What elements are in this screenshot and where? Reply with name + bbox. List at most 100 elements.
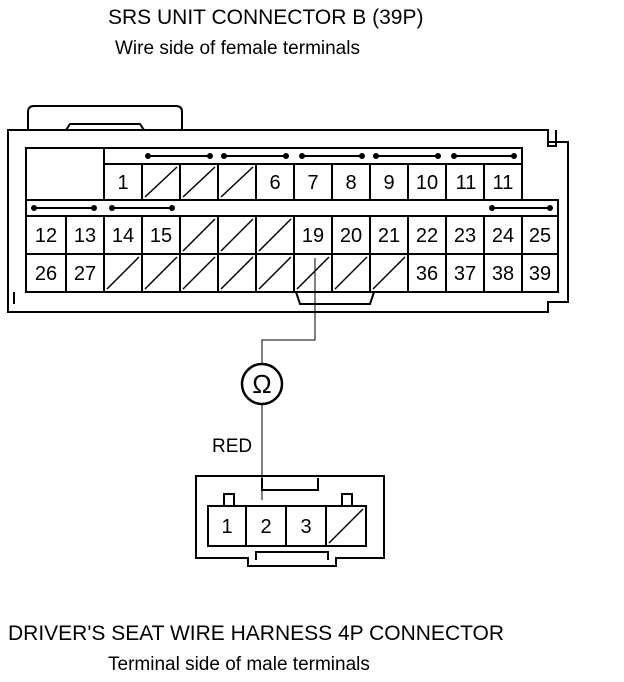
cavity-outline <box>65 253 105 293</box>
unused-cavity-mark <box>296 256 330 290</box>
unused-cavity-mark <box>182 218 216 252</box>
terminal-number: 26 <box>35 263 57 285</box>
housing-notch <box>547 130 557 147</box>
terminal-number: 7 <box>307 172 318 194</box>
connector-latch-outline <box>27 105 183 130</box>
terminal-cavity: 1 <box>207 505 247 547</box>
terminal-number: 23 <box>454 225 476 247</box>
terminal-cavity <box>217 253 257 293</box>
terminal-number: 1 <box>117 172 128 194</box>
cavity-outline <box>521 253 559 293</box>
terminal-cavity <box>217 163 257 201</box>
shorting-bar-end <box>31 205 37 211</box>
bottom-connector-housing <box>195 475 385 567</box>
shorting-bar-end <box>221 153 227 159</box>
bottom-connector-tab-left <box>223 493 235 506</box>
terminal-cavity <box>293 253 333 293</box>
row2-strip <box>25 199 559 217</box>
terminal-cavity: 22 <box>407 215 447 255</box>
shorting-bar <box>489 205 553 211</box>
unused-cavity-mark <box>334 256 368 290</box>
shorting-bar <box>451 153 517 159</box>
shorting-bar <box>145 153 213 159</box>
terminal-number: 20 <box>340 225 362 247</box>
terminal-cavity <box>179 163 219 201</box>
terminal-number: 1 <box>221 516 232 538</box>
bottom-connector-lock <box>261 478 319 491</box>
terminal-cavity: 11 <box>483 163 523 201</box>
cavity-outline <box>25 253 67 293</box>
terminal-cavity: 6 <box>255 163 295 201</box>
bottom-connector-subtitle: Terminal side of male terminals <box>108 654 370 675</box>
shorting-bar <box>299 153 365 159</box>
shorting-bar-end <box>91 205 97 211</box>
shorting-bar-end <box>169 205 175 211</box>
terminal-cavity <box>255 253 295 293</box>
terminal-cavity <box>217 215 257 255</box>
cavity-outline <box>103 215 143 255</box>
terminal-cavity: 25 <box>521 215 559 255</box>
terminal-number: 8 <box>345 172 356 194</box>
unused-cavity-mark <box>144 166 178 198</box>
cavity-outline <box>445 253 485 293</box>
shorting-bar-end <box>373 153 379 159</box>
terminal-cavity <box>179 215 219 255</box>
terminal-number: 24 <box>492 225 514 247</box>
terminal-cavity: 13 <box>65 215 105 255</box>
shorting-bar-end <box>547 205 553 211</box>
terminal-number: 12 <box>35 225 57 247</box>
terminal-cavity: 15 <box>141 215 181 255</box>
shorting-bar-end <box>283 153 289 159</box>
shorting-bar <box>221 153 289 159</box>
connector-latch-inner <box>65 123 145 131</box>
terminal-cavity <box>179 253 219 293</box>
terminal-number: 39 <box>529 263 551 285</box>
housing-bottom-key <box>295 291 375 305</box>
terminal-number: 11 <box>456 172 477 194</box>
bottom-connector-title: DRIVER'S SEAT WIRE HARNESS 4P CONNECTOR <box>8 622 505 645</box>
cavity-outline <box>407 253 447 293</box>
unused-cavity-mark <box>220 166 254 198</box>
terminal-cavity <box>141 253 181 293</box>
bottom-connector-tab-right <box>341 493 353 506</box>
shorting-bar-end <box>207 153 213 159</box>
unused-cavity-mark <box>372 256 406 290</box>
terminal-cavity: 11 <box>445 163 487 201</box>
terminal-cavity: 37 <box>445 253 485 293</box>
terminal-cavity: 8 <box>331 163 371 201</box>
shorting-bar-end <box>109 205 115 211</box>
terminal-cavity <box>331 253 371 293</box>
terminal-number: 38 <box>492 263 514 285</box>
terminal-cavity: 20 <box>331 215 371 255</box>
unused-cavity-mark <box>182 166 216 198</box>
terminal-cavity: 12 <box>25 215 67 255</box>
terminal-cavity <box>369 253 409 293</box>
terminal-number: 14 <box>112 225 134 247</box>
terminal-cavity: 24 <box>483 215 523 255</box>
shorting-bar-end <box>489 205 495 211</box>
ohmmeter-symbol: Ω <box>252 369 271 399</box>
shorting-bar-end <box>435 153 441 159</box>
terminal-number: 25 <box>529 225 551 247</box>
terminal-cavity: 10 <box>407 163 447 201</box>
terminal-cavity: 1 <box>103 163 143 201</box>
unused-cavity-mark <box>258 218 292 252</box>
terminal-number: 27 <box>74 263 96 285</box>
cavity-outline <box>207 505 247 547</box>
unused-cavity-mark <box>182 256 216 290</box>
test-lead-top <box>261 258 316 366</box>
terminal-number: 36 <box>416 263 438 285</box>
terminal-cavity: 38 <box>483 253 523 293</box>
terminal-number: 11 <box>493 172 514 194</box>
terminal-number: 37 <box>454 263 476 285</box>
terminal-number: 6 <box>269 172 280 194</box>
terminal-number: 21 <box>378 225 400 247</box>
terminal-cavity: 2 <box>245 505 287 547</box>
terminal-cavity: 3 <box>285 505 327 547</box>
unused-cavity-mark <box>144 256 178 290</box>
shorting-bar <box>373 153 441 159</box>
